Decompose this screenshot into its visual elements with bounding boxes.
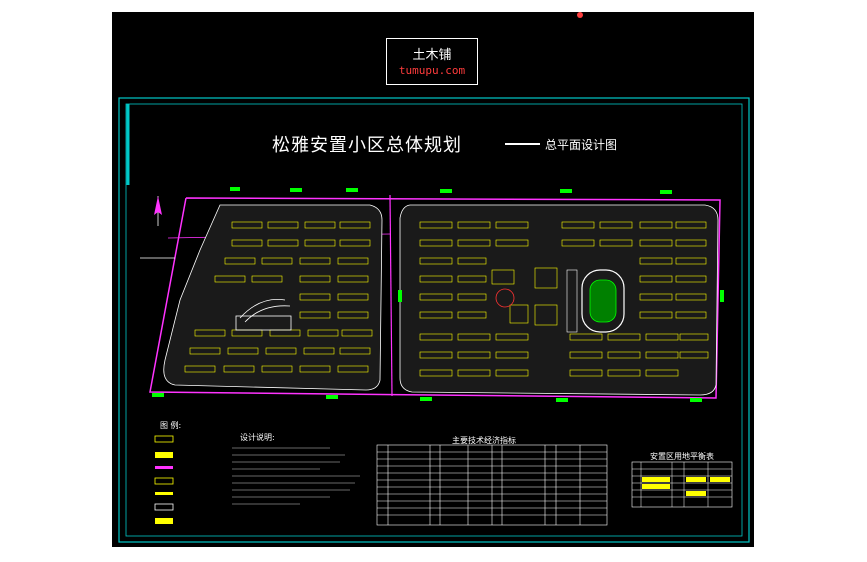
north-arrow-icon [140, 196, 175, 259]
left-buildings [184, 221, 373, 373]
sports-field [566, 269, 625, 333]
central-road [389, 194, 393, 397]
left-plaza [235, 299, 292, 331]
landuse-table-title: 安置区用地平衡表 [650, 452, 714, 461]
center-plaza [495, 288, 515, 308]
plan-subtitle: 总平面设计图 [545, 138, 618, 152]
green-markers [152, 187, 724, 402]
tech-table-title: 主要技术经济指标 [452, 436, 516, 445]
plan-title: 松雅安置小区总体规划 [272, 135, 462, 156]
watermark-name: 土木铺 [412, 48, 452, 63]
legend [154, 435, 174, 524]
landuse-table [631, 461, 733, 508]
notes-heading: 设计说明: [240, 433, 275, 442]
legend-heading: 图 例: [160, 421, 182, 430]
tech-table [376, 444, 608, 526]
outer-frame [118, 97, 750, 543]
notes-text-lines [232, 447, 360, 505]
ring-road [149, 197, 721, 399]
cursor-marker [577, 12, 583, 18]
watermark-box: 土木铺 tumupu.com [386, 38, 478, 85]
watermark-url: tumupu.com [398, 64, 466, 77]
right-buildings [419, 221, 709, 377]
inner-frame [125, 103, 743, 537]
right-parcel [399, 204, 719, 396]
left-parcel [163, 204, 383, 391]
